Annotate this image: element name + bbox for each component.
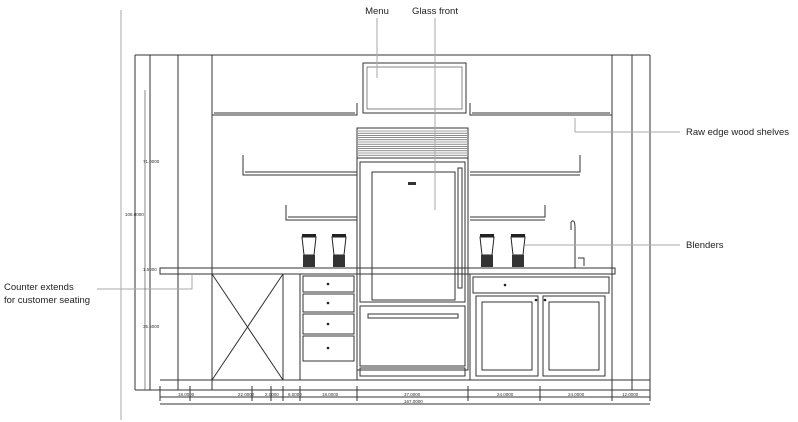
blender-icon xyxy=(510,234,526,267)
dim-horizontal: 22.0000 xyxy=(238,392,255,397)
callout-shelves: Raw edge wood shelves xyxy=(686,127,789,138)
dim-horizontal: 37.0000 xyxy=(404,392,421,397)
glass-door xyxy=(371,171,456,301)
blender-icon xyxy=(479,234,495,267)
dim-overall: 167.0000 xyxy=(404,399,423,404)
dim-horizontal: 2.0000 xyxy=(265,392,279,397)
refrigerator xyxy=(356,127,469,377)
dim-horizontal: 6.0000 xyxy=(288,392,302,397)
callout-counter-line1: Counter extends xyxy=(4,282,74,293)
dim-vertical: 108.0000 xyxy=(125,212,144,217)
menu-board xyxy=(362,62,467,114)
callout-menu: Menu xyxy=(365,6,389,17)
freezer-drawer xyxy=(359,305,466,367)
logo-badge xyxy=(408,182,416,185)
callout-glass-front: Glass front xyxy=(412,6,458,17)
dim-vertical: 35.5000 xyxy=(143,324,160,329)
counter xyxy=(159,267,616,275)
faucet xyxy=(560,220,590,269)
blender-icon xyxy=(331,234,347,267)
blender-icon xyxy=(301,234,317,267)
callout-blenders: Blenders xyxy=(686,240,724,251)
grille xyxy=(356,127,469,159)
freezer-handle xyxy=(367,313,459,319)
callout-counter-line2: for customer seating xyxy=(4,295,90,306)
dim-horizontal: 18.0000 xyxy=(322,392,339,397)
dim-horizontal: 24.0000 xyxy=(568,392,585,397)
callout-leaders xyxy=(97,18,680,290)
dim-horizontal: 12.0000 xyxy=(622,392,639,397)
base-cabinets-left xyxy=(211,273,358,381)
dim-horizontal: 18.0000 xyxy=(178,392,195,397)
dimension-lines xyxy=(144,90,650,405)
dim-vertical: 71.0000 xyxy=(143,159,160,164)
dim-vertical: 1.5000 xyxy=(143,267,157,272)
wood-shelves xyxy=(211,103,613,221)
blenders xyxy=(301,234,526,267)
door-handle xyxy=(457,167,463,289)
base-cabinets-right xyxy=(469,273,613,381)
dim-horizontal: 24.0000 xyxy=(497,392,514,397)
